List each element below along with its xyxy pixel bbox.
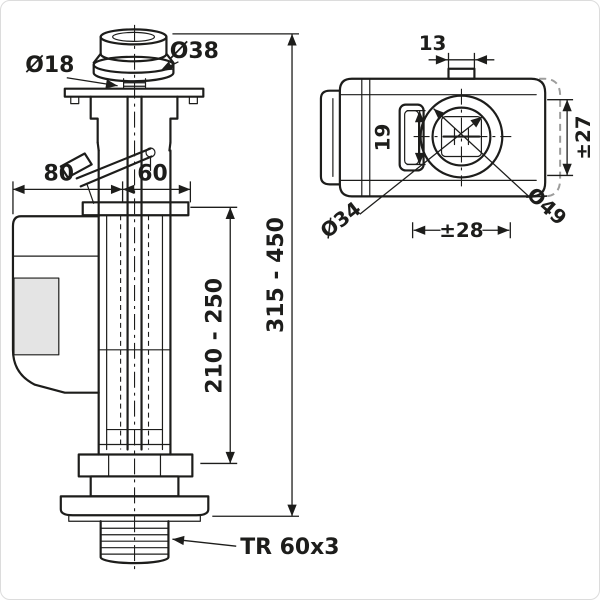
body-outline: [338, 77, 547, 198]
gasket: [68, 514, 201, 522]
button-stem: [122, 78, 147, 90]
dim-height-315-450: 315 - 450: [172, 33, 300, 517]
dim-label-60: 60: [137, 161, 168, 186]
upper-housing: [89, 95, 179, 152]
dim-diameter-38: Ø38: [160, 39, 219, 72]
outlet-circles: [413, 88, 512, 187]
front-view: 80 60 210 - 250 315 - 450 Ø18 Ø38 TR 60x…: [11, 24, 339, 574]
dim-diameter-18: Ø18: [25, 53, 118, 89]
float-cup: [11, 215, 100, 394]
top-tab: [447, 67, 476, 80]
dim-label-d34: Ø34: [316, 197, 365, 243]
side-bracket: [319, 89, 341, 186]
dim-label-d38: Ø38: [170, 39, 219, 64]
valve-column: [81, 95, 190, 456]
adjustable-extension-hidden: [539, 77, 562, 198]
dim-width-80-60: 80 60: [12, 161, 192, 215]
base-flange: [59, 495, 210, 517]
bottom-assembly: [59, 453, 210, 565]
locking-nut: [77, 453, 194, 478]
push-button: [92, 28, 175, 83]
dim-label-13: 13: [419, 32, 447, 55]
dim-height-210-250: 210 - 250: [190, 206, 238, 465]
dim-width-plus-minus-28: ±28: [411, 219, 511, 242]
dim-label-315-450: 315 - 450: [264, 217, 289, 333]
dim-label-80: 80: [44, 161, 75, 186]
dim-label-thread: TR 60x3: [240, 535, 339, 560]
dim-label-28: ±28: [439, 219, 483, 242]
side-membrane: [13, 277, 60, 356]
threaded-tail: [99, 520, 170, 565]
dim-width-13: 13: [419, 32, 495, 69]
dim-thread-tr60x3: TR 60x3: [172, 535, 339, 560]
top-view: 13 19 ±27 Ø34 Ø49 ±28: [316, 32, 595, 243]
dim-label-d49: Ø49: [522, 183, 571, 230]
dim-label-27: ±27: [572, 115, 595, 159]
dim-label-d18: Ø18: [25, 53, 74, 78]
dim-height-plus-minus-27: ±27: [547, 99, 595, 177]
dim-label-210-250: 210 - 250: [202, 278, 227, 394]
dim-label-19: 19: [372, 124, 395, 152]
mounting-flange: [63, 87, 205, 105]
